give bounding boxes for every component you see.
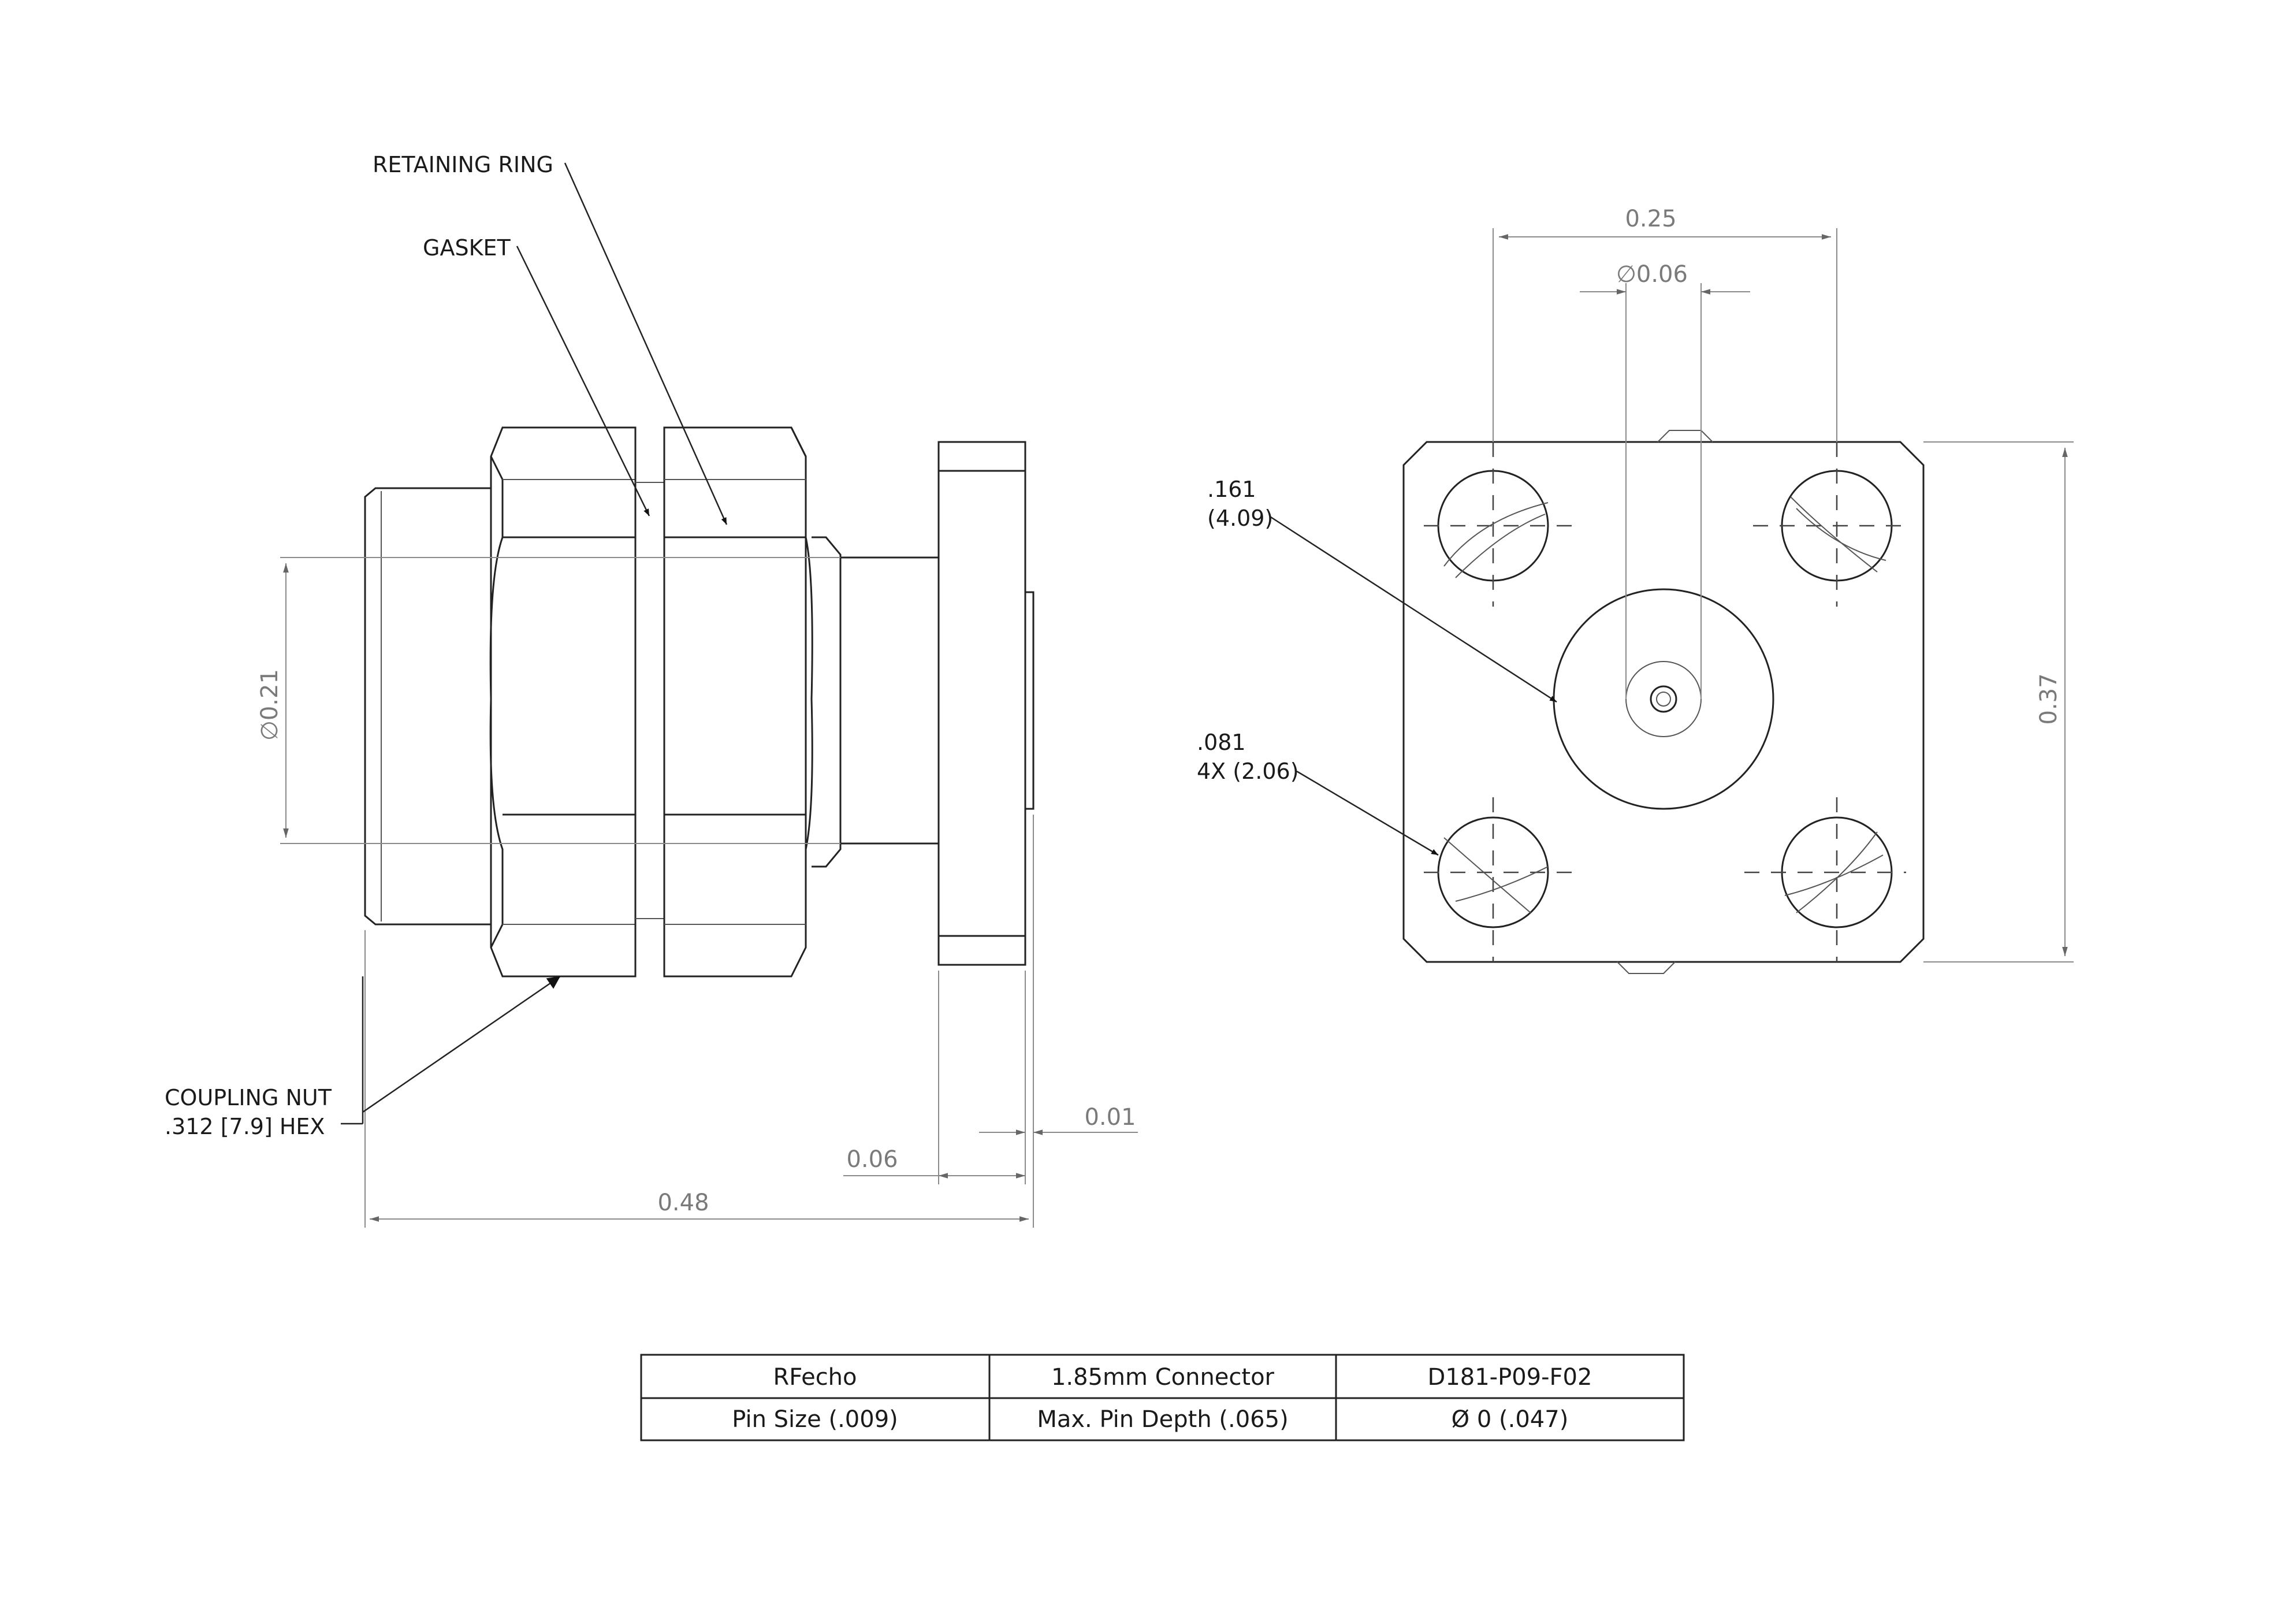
center-boss bbox=[1553, 588, 1774, 810]
pin-diameter-label: ∅0.06 bbox=[1616, 261, 1688, 288]
front-view: 0.25 ∅0.06 0.37 .161 (4.09) .081 4X (2.0… bbox=[1197, 206, 2074, 974]
holes-callout: .081 4X (2.06) bbox=[1197, 730, 1439, 856]
gasket-label: GASKET bbox=[423, 235, 511, 261]
gasket-callout: GASKET bbox=[423, 235, 650, 516]
rear-body bbox=[364, 487, 491, 926]
retaining-ring-callout: RETAINING RING bbox=[373, 152, 728, 525]
flange-outline bbox=[1402, 441, 1925, 963]
side-view: ∅0.21 0.48 0.06 0.01 RETAINING RING bbox=[165, 152, 1138, 1228]
front-flange bbox=[937, 441, 1034, 966]
title-block: RFecho 1.85mm Connector D181-P09-F02 Pin… bbox=[640, 1354, 1685, 1441]
retaining-ring-label: RETAINING RING bbox=[373, 152, 553, 177]
coupling-nut-size-label: .312 [7.9] HEX bbox=[165, 1114, 325, 1139]
holes-callout-value: .081 bbox=[1197, 730, 1246, 755]
hole-spacing-label: 0.25 bbox=[1625, 206, 1676, 232]
pin-size-cell: Pin Size (.009) bbox=[732, 1406, 898, 1433]
bottom-tab bbox=[1617, 961, 1676, 974]
coupling-nut-label: COUPLING NUT bbox=[165, 1085, 332, 1110]
diameter-label: ∅0.21 bbox=[256, 669, 283, 741]
gasket bbox=[634, 428, 664, 976]
center-callout-value: .161 bbox=[1207, 477, 1256, 502]
center-callout-metric: (4.09) bbox=[1207, 506, 1273, 531]
flange-height-dimension: 0.37 bbox=[1923, 441, 2074, 962]
top-tab bbox=[1657, 430, 1713, 443]
hole-spacing-dimension: 0.25 bbox=[1493, 206, 1837, 442]
flange-dimension: 0.06 bbox=[843, 971, 1026, 1184]
part-number-cell: D181-P09-F02 bbox=[1428, 1364, 1592, 1391]
company-name-cell: RFecho bbox=[773, 1364, 857, 1391]
pin-dimension: 0.01 bbox=[979, 1104, 1138, 1135]
mounting-hole-bottom-left bbox=[1424, 797, 1583, 962]
flange-height-label: 0.37 bbox=[2035, 673, 2062, 724]
overall-length-label: 0.48 bbox=[657, 1190, 709, 1216]
diameter-dimension: ∅0.21 bbox=[256, 557, 840, 844]
mounting-hole-top-right bbox=[1753, 442, 1906, 607]
coupling-nut bbox=[489, 426, 637, 978]
flange-thickness-label: 0.06 bbox=[846, 1146, 898, 1173]
center-callout: .161 (4.09) bbox=[1207, 477, 1557, 703]
coupling-nut-callout: COUPLING NUT .312 [7.9] HEX bbox=[165, 975, 561, 1139]
pin-length-label: 0.01 bbox=[1084, 1104, 1136, 1131]
mounting-hole-top-left bbox=[1424, 442, 1577, 607]
diameter-cell: Ø 0 (.047) bbox=[1452, 1406, 1569, 1433]
retaining-ring bbox=[663, 426, 813, 978]
pin-diameter-dimension: ∅0.06 bbox=[1580, 261, 1750, 699]
connector-stem bbox=[812, 536, 939, 868]
mounting-hole-bottom-right bbox=[1744, 797, 1906, 962]
connector-type-cell: 1.85mm Connector bbox=[1051, 1364, 1275, 1391]
pin-depth-cell: Max. Pin Depth (.065) bbox=[1037, 1406, 1288, 1433]
length-dimension: 0.48 bbox=[364, 815, 1034, 1228]
holes-callout-metric: 4X (2.06) bbox=[1197, 759, 1299, 784]
